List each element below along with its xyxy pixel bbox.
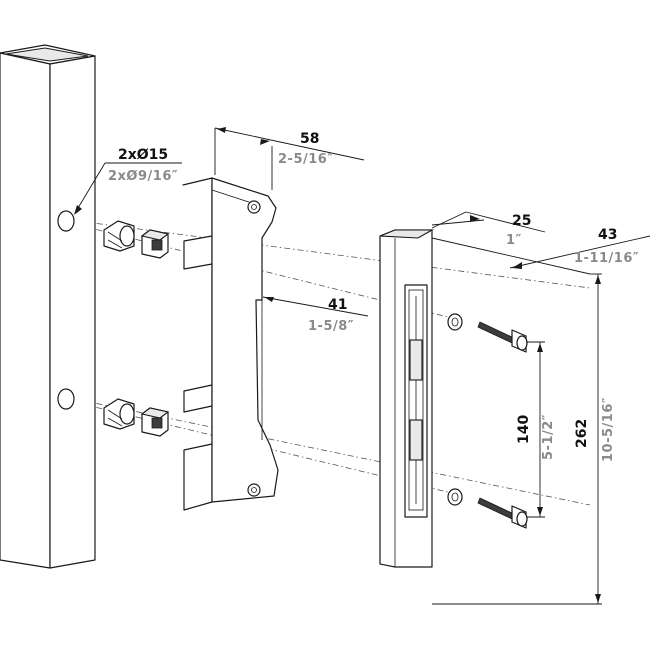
dim-lock-height: 262 10-5/16″ xyxy=(432,273,616,605)
bracket-offset-imperial: 1-5/8″ xyxy=(308,319,354,334)
hole-metric: 2xØ15 xyxy=(118,147,168,163)
dim-lock-width: 25 1″ xyxy=(431,211,546,248)
dim-screw-spacing: 140 5-1/2″ xyxy=(516,341,556,518)
bracket-width-imperial: 2-5/16″ xyxy=(278,152,334,167)
dim-hole-diameter: 2xØ15 2xØ9/16″ xyxy=(74,147,182,215)
alignment-lines xyxy=(69,219,591,506)
post-hole-lower xyxy=(57,388,75,410)
post-hole-upper xyxy=(57,210,75,232)
lock-body xyxy=(379,229,435,568)
bracket-width-metric: 58 xyxy=(300,131,319,147)
lock-height-imperial: 10-5/16″ xyxy=(601,397,616,462)
screw-lower xyxy=(477,497,528,529)
lock-width-metric: 25 xyxy=(512,213,531,229)
angle-bracket xyxy=(182,177,279,511)
dim-lock-depth: 43 1-11/16″ xyxy=(431,227,650,275)
square-nut-lower xyxy=(140,407,170,437)
dim-bracket-width: 58 2-5/16″ xyxy=(214,127,365,190)
hole-imperial: 2xØ9/16″ xyxy=(108,169,178,184)
square-nut-upper xyxy=(140,229,170,259)
screw-spacing-imperial: 5-1/2″ xyxy=(541,414,556,460)
washer-upper xyxy=(447,313,463,331)
lock-depth-metric: 43 xyxy=(598,227,617,243)
lock-height-metric: 262 xyxy=(574,419,590,448)
washer-lower xyxy=(447,488,463,506)
lock-depth-imperial: 1-11/16″ xyxy=(574,251,639,266)
bracket-offset-metric: 41 xyxy=(328,297,347,313)
screw-upper xyxy=(477,321,528,353)
dim-bracket-offset: 41 1-5/8″ xyxy=(262,296,369,334)
insert-sleeve-upper xyxy=(103,220,135,252)
insert-sleeve-lower xyxy=(103,398,135,430)
lock-width-imperial: 1″ xyxy=(506,233,522,248)
square-post xyxy=(0,44,96,569)
screw-spacing-metric: 140 xyxy=(516,415,532,444)
